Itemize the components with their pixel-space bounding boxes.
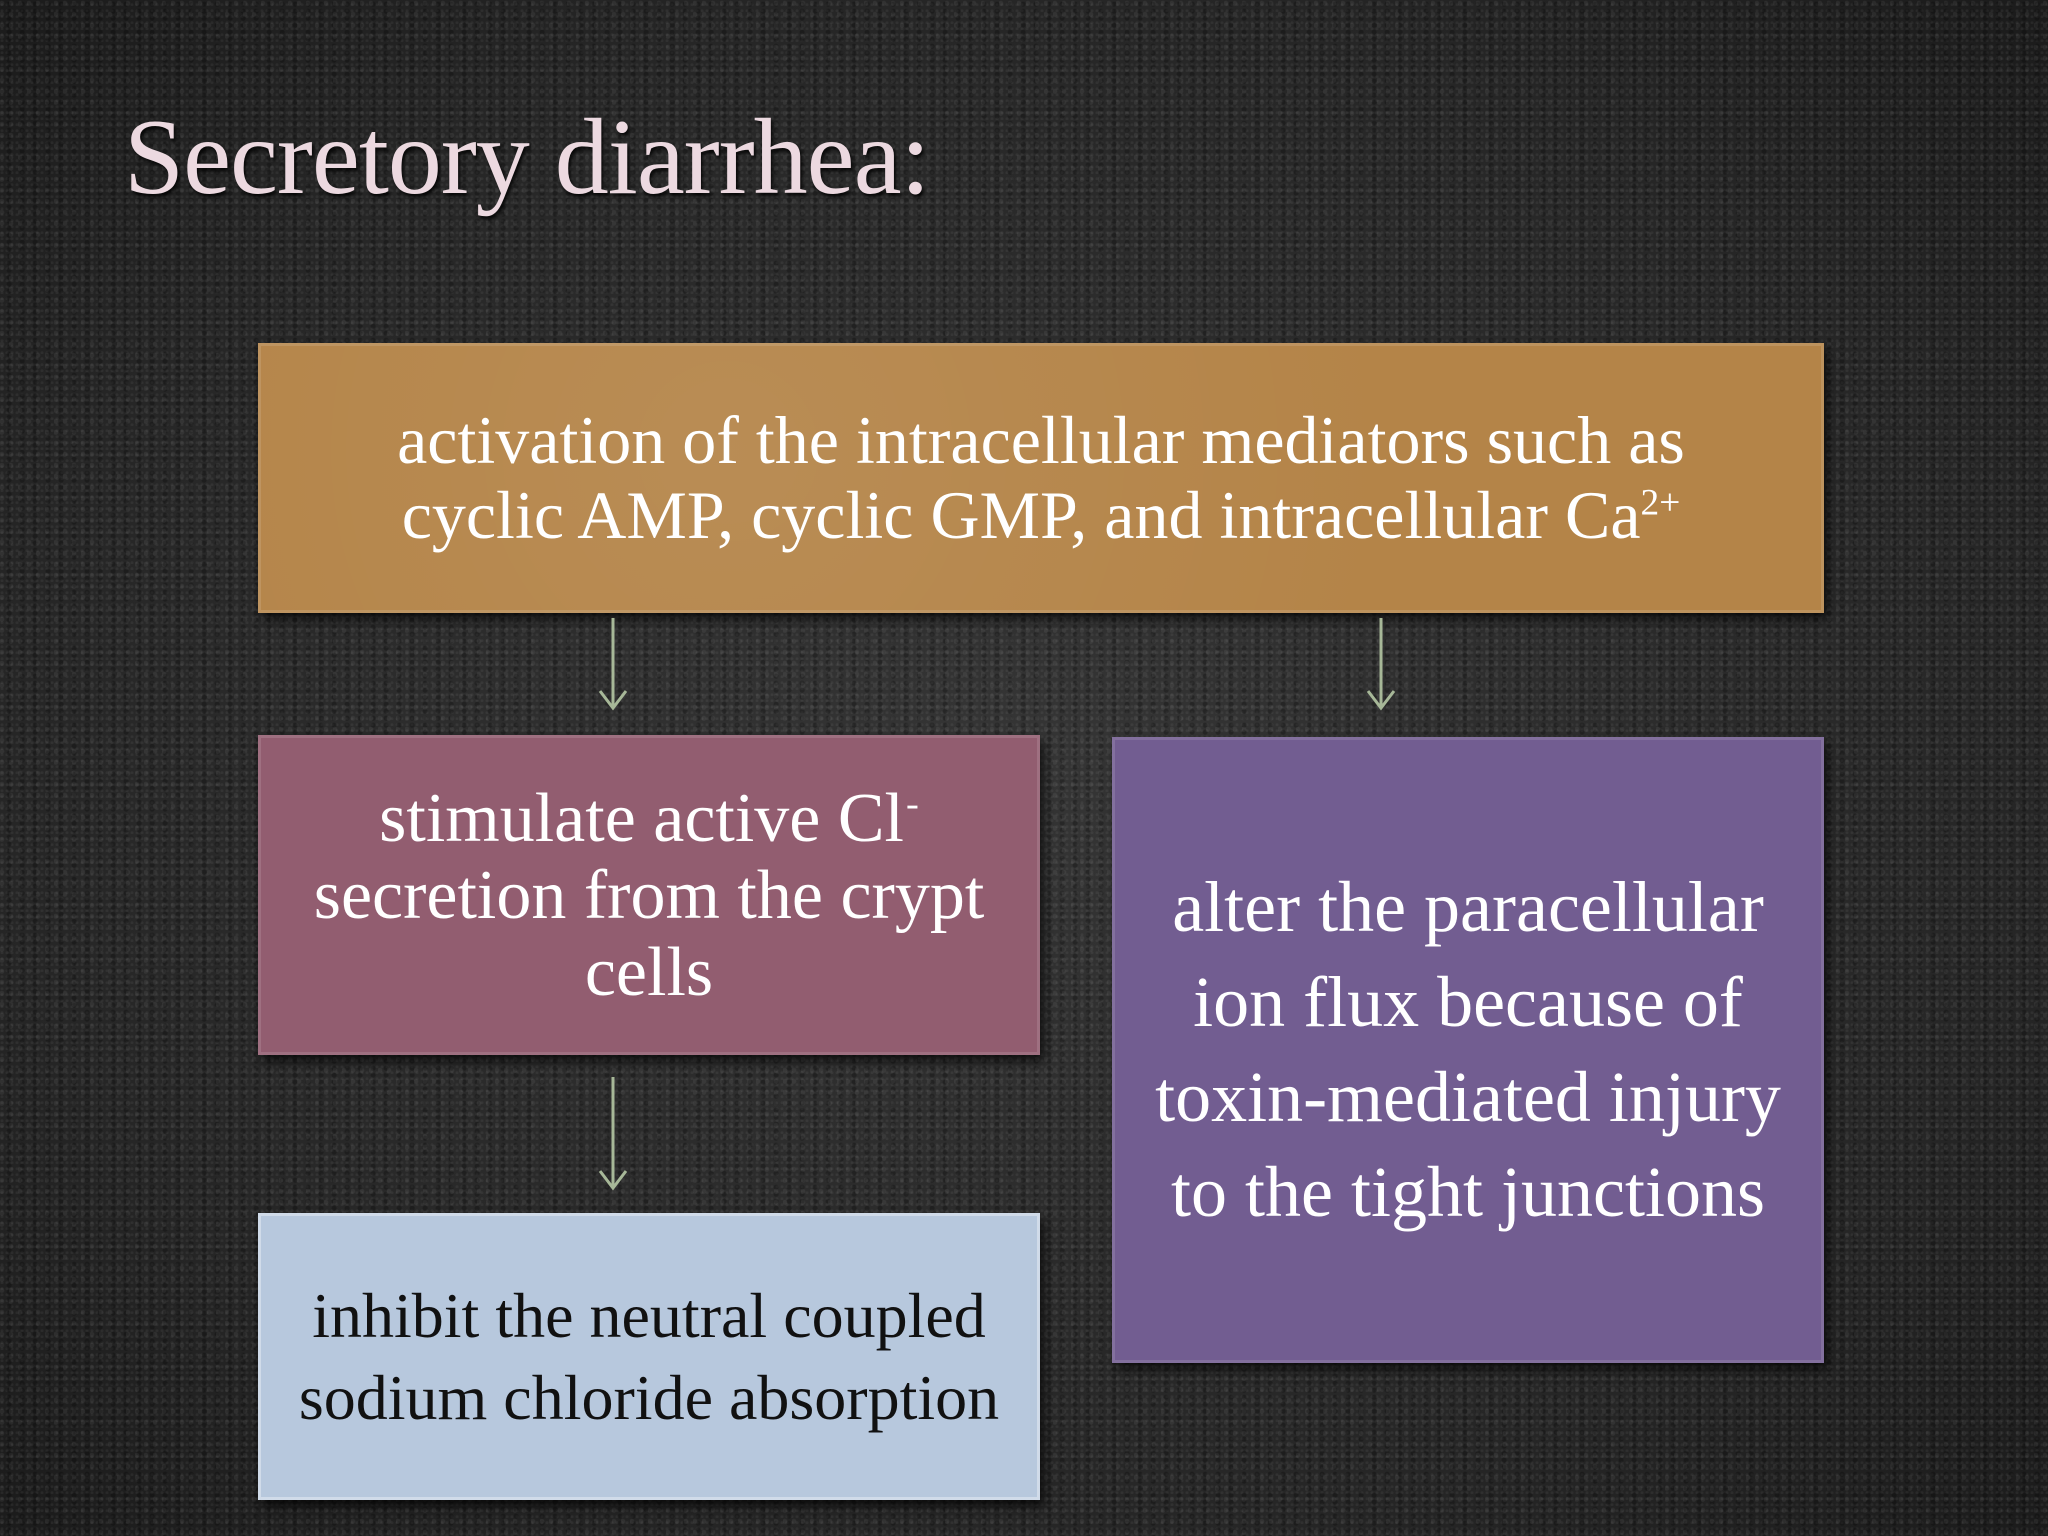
node-chloride-secretion-label-start: stimulate active Cl [379, 779, 905, 857]
arrow-mediators-to-paracellular [1366, 618, 1396, 711]
arrow-mediators-to-chloride-head [598, 690, 628, 711]
node-nacl-absorption: inhibit the neutral coupled sodium chlor… [258, 1213, 1040, 1500]
node-chloride-secretion: stimulate active Cl- secretion from the … [258, 735, 1040, 1055]
arrow-mediators-to-paracellular-head [1366, 690, 1396, 711]
slide-title: Secretory diarrhea: [124, 98, 931, 217]
node-intracellular-mediators-label: activation of the intracellular mediator… [397, 402, 1685, 553]
superscript-charge: 2+ [1640, 482, 1681, 524]
arrow-chloride-to-absorption-head [598, 1170, 628, 1191]
node-intracellular-mediators: activation of the intracellular mediator… [258, 343, 1824, 613]
node-nacl-absorption-label: inhibit the neutral coupled sodium chlor… [298, 1280, 1000, 1433]
superscript-charge: - [906, 783, 919, 826]
node-chloride-secretion-label-end: secretion from the crypt cells [313, 856, 985, 1011]
arrow-mediators-to-chloride [598, 618, 628, 711]
node-paracellular-ion-flux-label: alter the paracellular ion flux because … [1155, 866, 1781, 1233]
node-paracellular-ion-flux: alter the paracellular ion flux because … [1112, 737, 1824, 1363]
arrow-chloride-to-absorption [598, 1077, 628, 1191]
